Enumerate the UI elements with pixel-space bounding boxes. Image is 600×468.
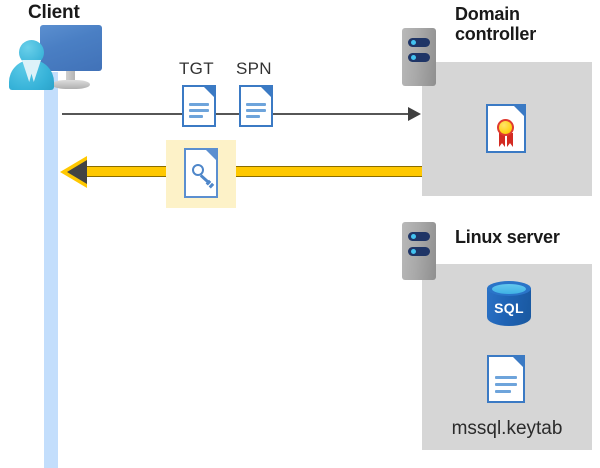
doc-text-line — [495, 390, 511, 393]
page-fold-icon — [511, 355, 525, 369]
response-arrow-head-icon — [67, 160, 87, 184]
doc-text-line — [246, 103, 266, 106]
doc-text-line — [495, 383, 517, 386]
sql-database-label: SQL — [494, 300, 524, 316]
linux-server-title: Linux server — [455, 227, 560, 247]
doc-text-line — [189, 115, 203, 118]
page-fold-icon — [204, 148, 218, 162]
key-document-icon — [184, 148, 218, 198]
client-lifeline-bar — [44, 72, 58, 468]
page-fold-icon — [202, 85, 216, 99]
monitor-neck — [66, 71, 75, 82]
server-bay-icon — [408, 232, 430, 241]
certificate-document-icon — [486, 104, 526, 153]
client-title: Client — [28, 2, 80, 23]
domain-controller-title: Domain controller — [455, 4, 537, 45]
key-ring-icon — [192, 164, 204, 176]
request-arrow-head-icon — [408, 107, 421, 121]
sql-database-icon: SQL — [487, 281, 531, 331]
response-arrow-line — [84, 166, 422, 177]
doc-text-line — [495, 376, 517, 379]
key-tooth-icon — [208, 182, 214, 189]
monitor-base — [52, 80, 90, 89]
page-fold-icon — [512, 104, 526, 118]
sql-database-top-inner — [492, 284, 526, 294]
keytab-document-icon — [487, 355, 525, 403]
certificate-rosette-center-icon — [499, 121, 512, 134]
certificate-ribbon-icon — [507, 133, 513, 147]
client-user-monitor-icon — [8, 24, 104, 90]
spn-label: SPN — [236, 59, 272, 78]
doc-text-line — [246, 115, 260, 118]
monitor-screen-icon — [40, 25, 102, 71]
spn-document-icon — [239, 85, 273, 127]
keytab-filename-label: mssql.keytab — [451, 418, 563, 439]
linux-server-rack-icon — [402, 222, 436, 280]
doc-text-line — [189, 103, 209, 106]
page-fold-icon — [259, 85, 273, 99]
doc-text-line — [246, 109, 266, 112]
certificate-ribbon-icon — [499, 133, 505, 147]
server-bay-icon — [408, 38, 430, 47]
tgt-label: TGT — [179, 59, 214, 78]
server-bay-icon — [408, 247, 430, 256]
domain-controller-server-rack-icon — [402, 28, 436, 86]
server-bay-icon — [408, 53, 430, 62]
tgt-document-icon — [182, 85, 216, 127]
request-arrow-line — [62, 113, 411, 115]
doc-text-line — [189, 109, 209, 112]
